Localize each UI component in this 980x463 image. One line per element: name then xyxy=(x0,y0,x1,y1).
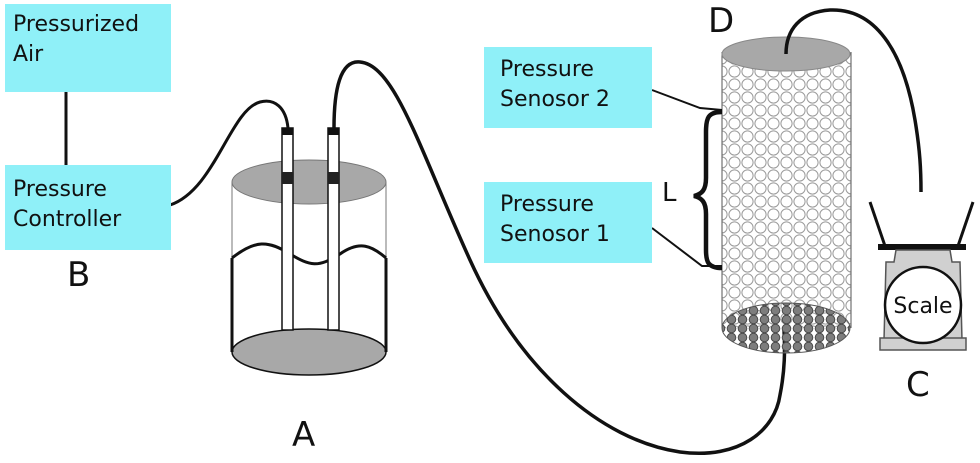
reservoir-a xyxy=(230,127,388,376)
inlet-pipe xyxy=(281,127,294,331)
pressurized-air-line-1: Pressurized xyxy=(13,12,140,37)
pressure-controller-line-2: Controller xyxy=(13,207,122,232)
column-bottom xyxy=(721,302,851,354)
reservoir-lid xyxy=(231,159,387,205)
packed-column-d xyxy=(721,36,852,354)
pressurized-air-line-2: Air xyxy=(13,42,44,67)
pressure-sensor-2-line-1: Pressure xyxy=(500,57,594,82)
label-l: L xyxy=(662,178,677,208)
outlet-pipe xyxy=(327,127,340,331)
pressure-sensor-1-line-1: Pressure xyxy=(500,192,594,217)
pressure-controller-box: Pressure Controller xyxy=(5,165,171,250)
pressure-sensor-1-line-2: Senosor 1 xyxy=(500,222,610,247)
reservoir-bottom xyxy=(231,328,387,376)
label-b: B xyxy=(67,255,91,295)
bead-packing xyxy=(722,52,851,328)
pressure-controller-line-1: Pressure xyxy=(13,177,107,202)
scale-tray xyxy=(868,201,975,248)
scale-label: Scale xyxy=(893,294,952,319)
reservoir-to-column-tube xyxy=(332,60,787,455)
column-to-scale-tube xyxy=(784,8,923,193)
controller-to-reservoir-tube xyxy=(169,99,290,207)
pressurized-air-box: Pressurized Air xyxy=(5,4,171,92)
label-d: D xyxy=(708,1,735,41)
scale-dial xyxy=(883,265,963,345)
pressure-sensor-2-box: Pressure Senosor 2 xyxy=(484,47,652,128)
sensor-1-wire xyxy=(651,227,722,267)
sensor-2-wire xyxy=(651,89,723,111)
label-c: C xyxy=(906,365,930,405)
liquid-surface xyxy=(231,242,387,266)
scale-c: Scale xyxy=(868,201,975,351)
label-a: A xyxy=(292,415,316,455)
pressure-sensor-2-line-2: Senosor 2 xyxy=(500,87,610,112)
pressure-sensor-1-box: Pressure Senosor 1 xyxy=(484,182,652,263)
length-brace xyxy=(693,109,723,271)
